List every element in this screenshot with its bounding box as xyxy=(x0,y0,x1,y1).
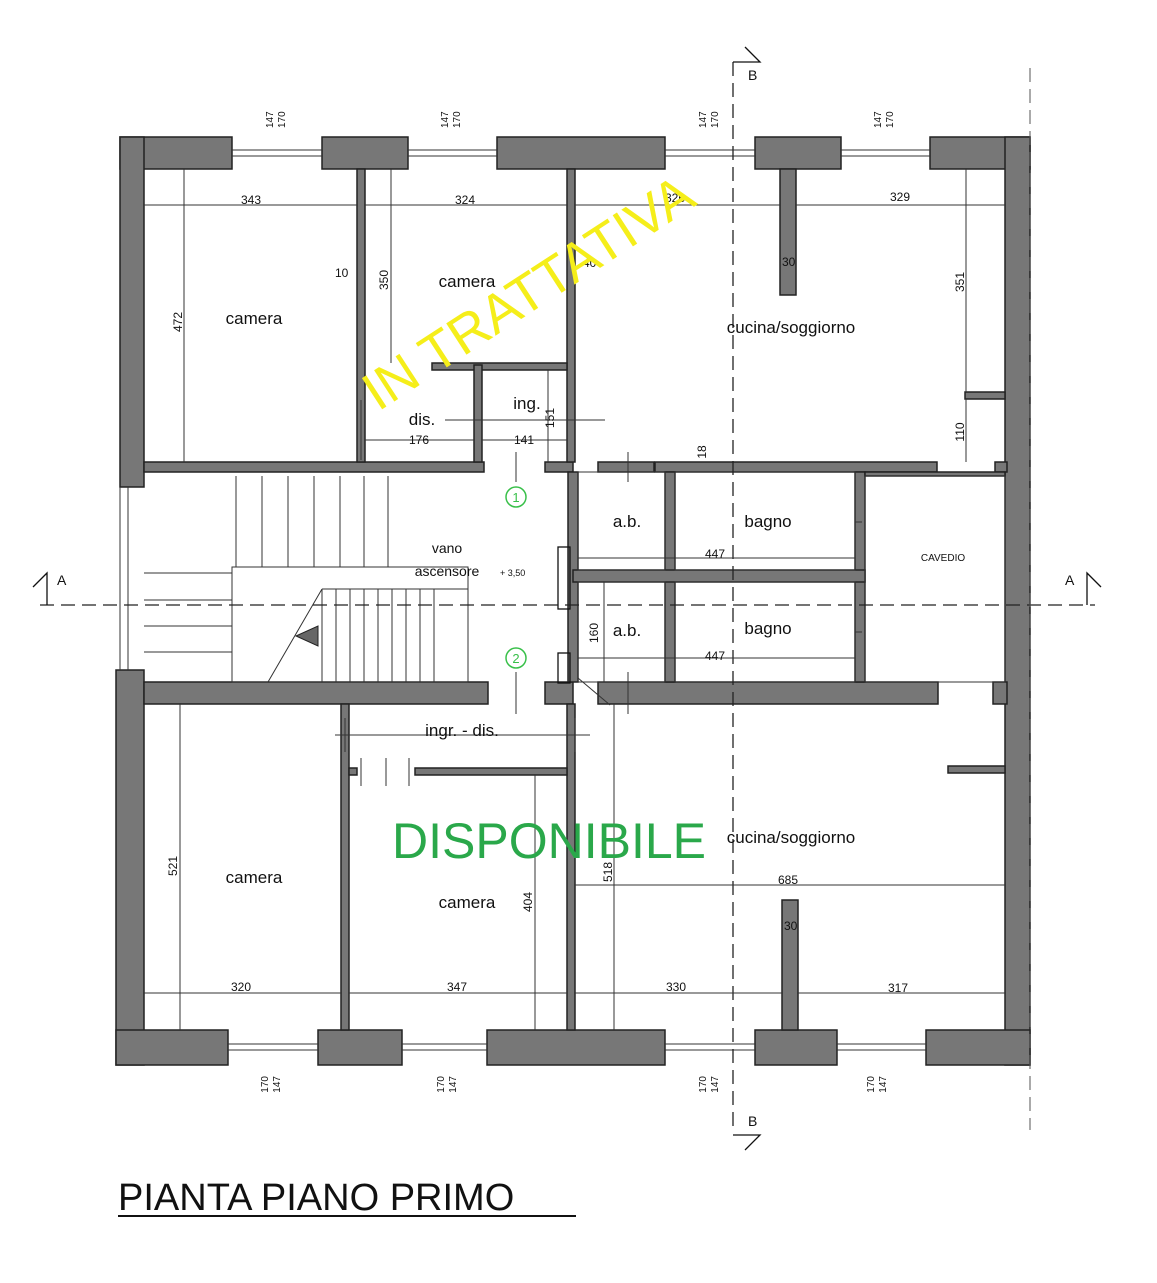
svg-text:320: 320 xyxy=(231,980,251,994)
room-cavedio: CAVEDIO xyxy=(921,553,965,564)
room-camera-nw: camera xyxy=(226,309,283,328)
svg-text:518: 518 xyxy=(601,862,615,882)
svg-text:404: 404 xyxy=(521,892,535,912)
staircase xyxy=(144,476,469,683)
svg-text:350: 350 xyxy=(377,270,391,290)
svg-text:447: 447 xyxy=(705,547,725,561)
svg-text:472: 472 xyxy=(171,312,185,332)
door-marks xyxy=(344,400,862,786)
svg-text:170: 170 xyxy=(260,1076,271,1093)
status-disponibile: DISPONIBILE xyxy=(392,813,706,869)
svg-text:147: 147 xyxy=(272,1076,283,1093)
marker-1-circle xyxy=(505,486,527,508)
room-vano: vano xyxy=(432,540,463,556)
section-a-left: A xyxy=(57,572,67,588)
status-in-trattativa: IN TRATTATIVA xyxy=(352,164,705,422)
svg-text:151: 151 xyxy=(543,408,557,428)
room-camera-sw: camera xyxy=(226,868,283,887)
svg-text:147: 147 xyxy=(448,1076,459,1093)
window-dims-top: 147 170 147 170 147 170 147 170 xyxy=(265,111,896,128)
entrance-markers: 1 2 xyxy=(505,486,527,669)
room-labels: camera camera cucina/soggiorno dis. ing.… xyxy=(226,272,966,912)
room-ascensore: ascensore xyxy=(415,563,480,579)
marker-1-label: 1 xyxy=(512,490,519,505)
level-mark: + 3,50 xyxy=(500,568,525,578)
room-cucina-s: cucina/soggiorno xyxy=(727,828,856,847)
svg-text:147: 147 xyxy=(698,111,709,128)
svg-text:40: 40 xyxy=(583,256,597,270)
svg-text:330: 330 xyxy=(666,980,686,994)
svg-text:329: 329 xyxy=(890,190,910,204)
svg-text:141: 141 xyxy=(514,433,534,447)
svg-text:351: 351 xyxy=(953,272,967,292)
svg-text:343: 343 xyxy=(241,193,261,207)
marker-2-label: 2 xyxy=(512,651,519,666)
svg-text:30: 30 xyxy=(784,919,798,933)
room-cucina-n: cucina/soggiorno xyxy=(727,318,856,337)
svg-text:18: 18 xyxy=(695,445,709,459)
room-ing: ing. xyxy=(513,394,540,413)
section-a-right: A xyxy=(1065,572,1075,588)
svg-text:170: 170 xyxy=(885,111,896,128)
room-ingr-dis: ingr. - dis. xyxy=(425,721,499,740)
svg-text:110: 110 xyxy=(953,422,967,441)
interior-walls xyxy=(143,168,1008,1031)
room-bagno-1: bagno xyxy=(744,512,791,531)
section-letters: A A B B xyxy=(57,67,1075,1129)
dimension-lines xyxy=(144,169,1005,1030)
svg-text:170: 170 xyxy=(436,1076,447,1093)
marker-2-circle xyxy=(505,647,527,669)
svg-text:10: 10 xyxy=(335,266,349,280)
svg-text:170: 170 xyxy=(452,111,463,128)
plan-title: PIANTA PIANO PRIMO xyxy=(118,1177,514,1219)
svg-text:147: 147 xyxy=(878,1076,889,1093)
section-lines xyxy=(32,46,1102,1151)
svg-text:324: 324 xyxy=(455,193,475,207)
svg-text:160: 160 xyxy=(587,623,601,643)
room-ab-2: a.b. xyxy=(613,621,641,640)
svg-text:326: 326 xyxy=(665,191,685,205)
svg-text:447: 447 xyxy=(705,649,725,663)
svg-text:30: 30 xyxy=(782,255,796,269)
exterior-walls xyxy=(115,136,1031,1066)
room-camera-n: camera xyxy=(439,272,496,291)
svg-text:521: 521 xyxy=(166,856,180,876)
window-dims-bottom: 147 170 147 170 147 170 147 170 xyxy=(260,1076,889,1093)
svg-text:147: 147 xyxy=(710,1076,721,1093)
room-camera-s: camera xyxy=(439,893,496,912)
section-b-top: B xyxy=(748,67,757,83)
svg-text:347: 347 xyxy=(447,980,467,994)
svg-text:147: 147 xyxy=(265,111,276,128)
svg-text:170: 170 xyxy=(277,111,288,128)
svg-text:147: 147 xyxy=(440,111,451,128)
room-ab-1: a.b. xyxy=(613,512,641,531)
svg-text:176: 176 xyxy=(409,433,429,447)
svg-text:685: 685 xyxy=(778,873,798,887)
stair-arrow-icon xyxy=(294,625,319,647)
svg-text:170: 170 xyxy=(866,1076,877,1093)
svg-text:147: 147 xyxy=(873,111,884,128)
svg-text:170: 170 xyxy=(698,1076,709,1093)
section-b-bottom: B xyxy=(748,1113,757,1129)
svg-text:170: 170 xyxy=(710,111,721,128)
room-dis: dis. xyxy=(409,410,435,429)
dimension-labels: 343 324 326 329 472 350 10 40 30 351 176… xyxy=(166,190,967,995)
svg-text:317: 317 xyxy=(888,981,908,995)
room-bagno-2: bagno xyxy=(744,619,791,638)
